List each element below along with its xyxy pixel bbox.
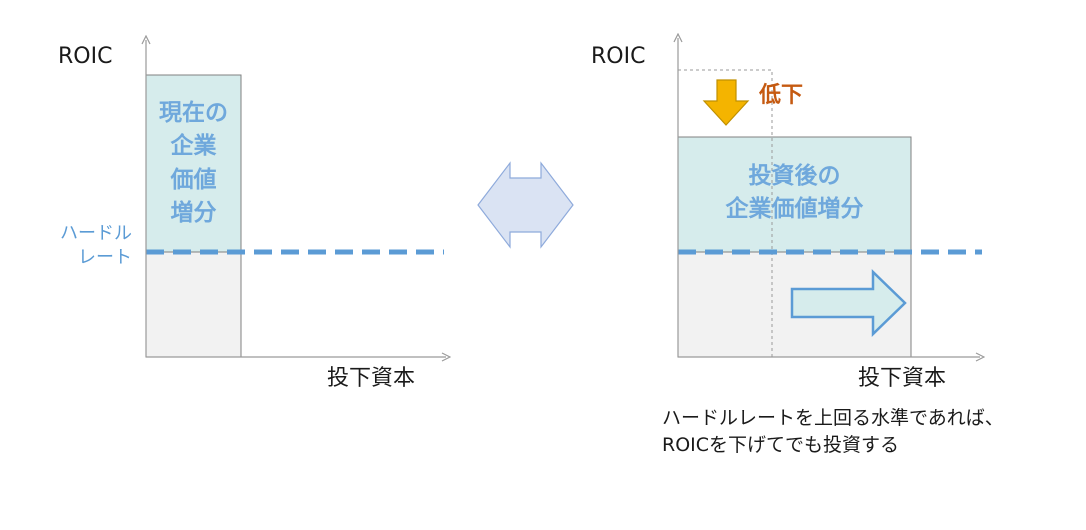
- right-value-box-label: 投資後の 企業価値増分: [725, 163, 864, 223]
- right-panel: [678, 38, 982, 357]
- hurdle-rate-label: ハードル レート: [60, 223, 132, 269]
- left-x-axis-label: 投下資本: [327, 366, 416, 391]
- left-capital-box: [145, 251, 242, 358]
- left-y-axis-label: ROIC: [58, 44, 113, 69]
- double-arrow-left-right-icon: [477, 161, 574, 249]
- right-x-axis-label: 投下資本: [858, 366, 947, 391]
- previous-position-outline: [678, 69, 773, 357]
- left-value-box-label: 現在の 企業 価値 増分: [159, 100, 228, 227]
- investment-note: ハードルレートを上回る水準であれば、 ROICを下げてでも投資する: [662, 407, 1004, 456]
- right-y-axis-label: ROIC: [591, 44, 646, 69]
- left-value-box: [145, 74, 242, 253]
- decline-label: 低下: [759, 83, 804, 108]
- arrow-right-icon: [790, 269, 907, 337]
- left-panel: [146, 40, 446, 357]
- arrow-down-icon: [702, 79, 750, 126]
- right-value-box: [677, 136, 912, 253]
